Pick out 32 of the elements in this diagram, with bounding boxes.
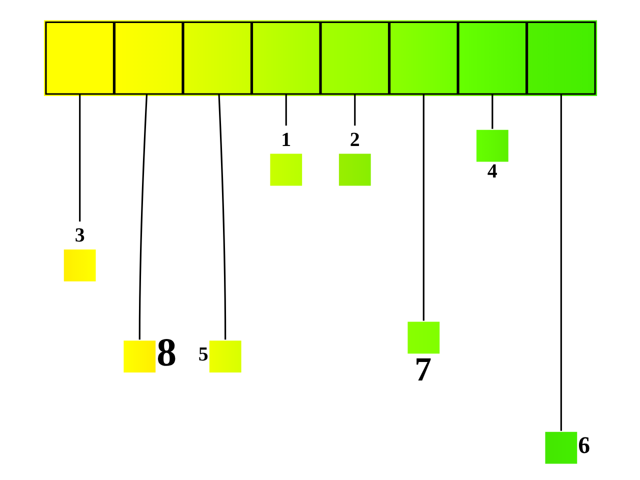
node-label: 8 — [156, 330, 176, 375]
node-box — [544, 432, 577, 464]
node-label: 5 — [198, 344, 208, 366]
node-box — [270, 154, 302, 186]
connector — [422, 94, 424, 321]
node-box — [320, 21, 390, 95]
node-label: 7 — [414, 352, 432, 389]
connector — [138, 94, 148, 340]
node-box — [44, 21, 114, 95]
connector — [284, 94, 286, 126]
node-box — [407, 322, 440, 354]
connector — [491, 94, 493, 129]
node-box — [457, 21, 527, 95]
node-box — [208, 340, 241, 373]
node-box — [476, 130, 508, 162]
node-box — [338, 154, 370, 186]
node-box — [250, 21, 320, 95]
node-label: 4 — [486, 160, 497, 183]
node-label: 6 — [578, 432, 590, 459]
node-box — [388, 21, 458, 95]
node-box — [182, 21, 252, 95]
connector — [354, 94, 356, 126]
node-label: 1 — [280, 128, 291, 151]
node-box — [63, 249, 96, 282]
connector — [560, 94, 562, 431]
node-label: 3 — [74, 224, 84, 246]
node-label: 2 — [349, 128, 360, 151]
node-box — [526, 21, 596, 95]
node-box — [113, 21, 183, 95]
node-box — [123, 340, 156, 373]
connector — [78, 94, 80, 222]
connector — [218, 94, 226, 340]
